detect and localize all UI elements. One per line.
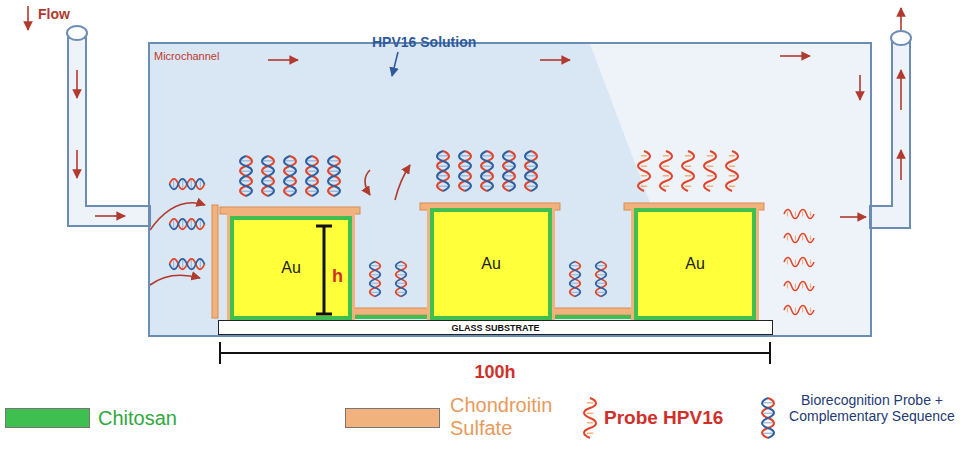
probe-strand <box>784 306 814 315</box>
glass-substrate: GLASS SUBSTRATE <box>218 320 773 335</box>
dimension-bar <box>314 222 334 318</box>
double-helix <box>503 151 515 191</box>
double-helix <box>570 262 581 297</box>
part-label: Au <box>481 255 501 273</box>
double-helix <box>525 151 537 191</box>
probe-strand <box>682 151 694 191</box>
probe-strand <box>784 210 814 219</box>
solution-label: HPV16 Solution <box>372 34 476 50</box>
double-helix <box>437 151 449 191</box>
double-helix <box>481 151 493 191</box>
double-helix <box>170 179 205 190</box>
double-helix <box>240 156 252 196</box>
gold-electrode: Au <box>634 208 756 320</box>
legend-swatch <box>345 408 440 428</box>
legend-icon <box>758 392 780 444</box>
double-helix <box>459 151 471 191</box>
probe-strand <box>660 151 672 191</box>
double-helix <box>396 262 407 297</box>
probe-strand <box>784 234 814 243</box>
legend-icon <box>580 392 602 444</box>
double-helix <box>596 262 607 297</box>
double-helix <box>370 262 381 297</box>
legend-swatch <box>5 408 90 428</box>
part-label: Au <box>281 259 301 277</box>
double-helix <box>170 219 205 230</box>
double-helix <box>328 156 340 196</box>
region-label: Microchannel <box>154 50 219 62</box>
legend-text: Biorecognition Probe + Complementary Seq… <box>782 392 962 424</box>
legend-text: Probe HPV16 <box>604 407 754 429</box>
legend-text: Chitosan <box>98 407 238 430</box>
part-label: GLASS SUBSTRATE <box>452 323 540 333</box>
gold-electrode: Au <box>430 208 552 320</box>
double-helix <box>306 156 318 196</box>
probe-strand <box>638 151 650 191</box>
microchannel: MicrochannelAu Au AuGLASS SUBSTRATE <box>148 42 872 337</box>
probe-strand <box>726 151 738 191</box>
double-helix <box>262 156 274 196</box>
double-helix <box>284 156 296 196</box>
probe-strand <box>784 282 814 291</box>
dimension-label: h <box>332 266 343 287</box>
legend-text: Chondroitin Sulfate <box>450 394 568 440</box>
flow-label: Flow <box>38 6 70 22</box>
part-label: Au <box>685 255 705 273</box>
dimension-label: 100h <box>474 362 515 383</box>
probe-strand <box>784 258 814 267</box>
double-helix <box>170 259 205 270</box>
probe-strand <box>704 151 716 191</box>
